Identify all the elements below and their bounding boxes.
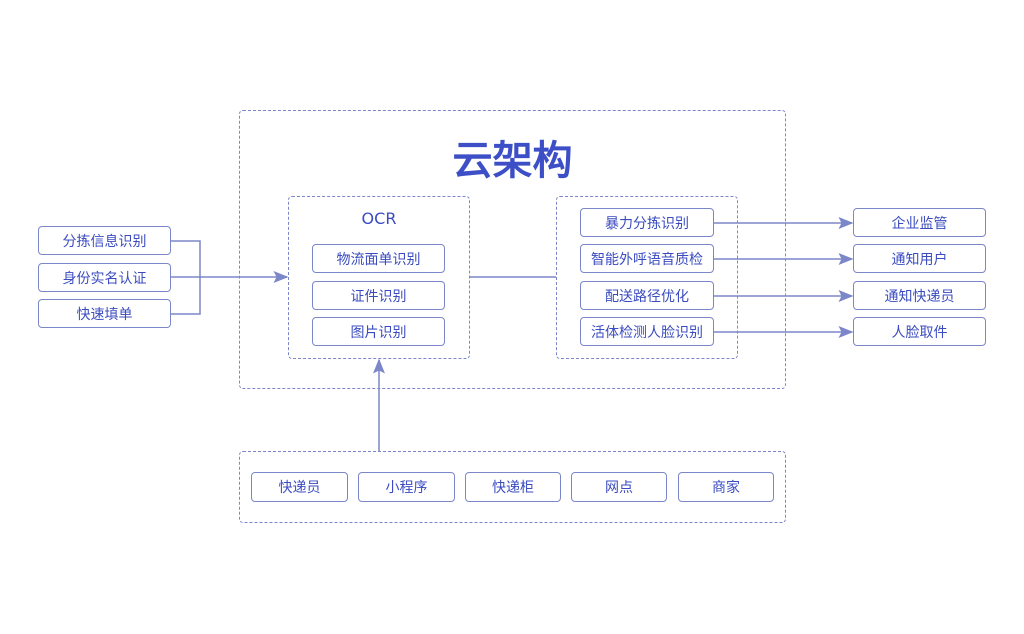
source-item: 快递柜	[465, 472, 561, 502]
ocr-label: OCR	[361, 209, 397, 228]
diagram-title: 云架构	[452, 138, 573, 184]
ocr-item: 证件识别	[312, 281, 445, 310]
source-item: 快递员	[251, 472, 348, 502]
output-item: 人脸取件	[853, 317, 986, 346]
source-item: 商家	[678, 472, 774, 502]
service-item: 暴力分拣识别	[580, 208, 714, 237]
service-item: 智能外呼语音质检	[580, 244, 714, 273]
input-item: 快速填单	[38, 299, 171, 328]
ocr-item: 图片识别	[312, 317, 445, 346]
services-group	[556, 196, 738, 359]
ocr-group	[288, 196, 470, 359]
output-item: 企业监管	[853, 208, 986, 237]
source-item: 小程序	[358, 472, 455, 502]
sources-group	[239, 451, 786, 523]
service-item: 活体检测人脸识别	[580, 317, 714, 346]
source-item: 网点	[571, 472, 667, 502]
input-item: 分拣信息识别	[38, 226, 171, 255]
ocr-item: 物流面单识别	[312, 244, 445, 273]
input-item: 身份实名认证	[38, 263, 171, 292]
output-item: 通知快递员	[853, 281, 986, 310]
cloud-architecture-container	[239, 110, 786, 389]
output-item: 通知用户	[853, 244, 986, 273]
service-item: 配送路径优化	[580, 281, 714, 310]
